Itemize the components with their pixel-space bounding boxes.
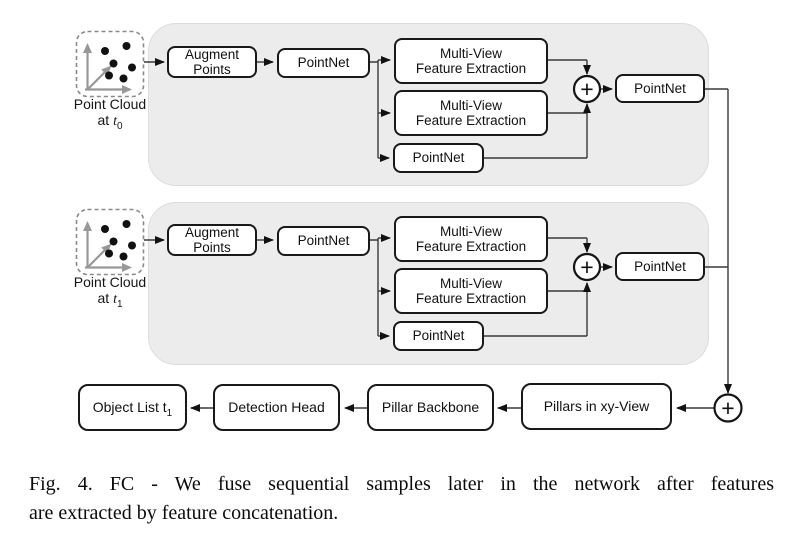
point-cloud-dots-t0 [101,42,136,83]
multiview2-label-line1-t0: Multi-View [439,97,502,113]
point-cloud-title-t0: Point Cloud [73,96,147,112]
fusion-operator: + [721,395,734,421]
figure-caption-line-2: are extracted by feature concatenation. [29,501,339,524]
multiview-extraction-1-box-t0: Multi-View Feature Extraction [394,38,548,84]
multiview2-label-line1-t1: Multi-View [439,275,502,291]
augment-label-line1-t0: Augment [184,46,240,62]
pointnet-in-box-t1: PointNet [277,226,370,256]
multiview-extraction-2-box-t1: Multi-View Feature Extraction [394,268,548,314]
point-cloud-dots-t1 [101,220,136,261]
at-prefix-t0: at [97,112,114,128]
figure-caption: Fig. 4. FC - We fuse sequential samples … [29,470,774,527]
object-list-subscript: 1 [166,407,173,419]
object-list-box: Object List t1 [78,384,187,431]
pointnet-in-label-t1: PointNet [297,233,350,249]
point-cloud-icon-t1 [75,208,145,276]
pointnet-out-box-t1: PointNet [615,252,705,281]
point-cloud-label-t1: Point Cloud at t1 [57,274,163,313]
pillar-backbone-box: Pillar Backbone [367,384,494,431]
object-list-time-symbol: t [162,398,167,415]
pointnet-branch-label-t1: PointNet [412,328,465,344]
figure-caption-line-1: Fig. 4. FC - We fuse sequential samples … [29,473,774,495]
multiview2-label-line2-t0: Feature Extraction [415,113,527,128]
pointnet-out-label-t0: PointNet [634,80,686,96]
augment-points-box-t0: Augment Points [167,46,257,78]
time-subscript-t1: 1 [116,298,123,310]
time-symbol-t0: t [113,114,117,129]
pointnet-branch-label-t0: PointNet [412,150,465,166]
fusion-plus-icon: + [713,393,743,423]
augment-label-line2-t1: Points [193,240,231,255]
time-subscript-t0: 0 [116,120,123,132]
point-cloud-icon-t0 [75,30,145,98]
pillar-backbone-label: Pillar Backbone [381,398,480,415]
multiview1-label-line1-t1: Multi-View [439,223,502,239]
pointnet-out-label-t1: PointNet [634,258,686,274]
multiview1-label-line2-t1: Feature Extraction [415,239,527,254]
pointnet-out-box-t0: PointNet [615,74,705,103]
detection-head-label: Detection Head [228,398,325,415]
augment-label-line1-t1: Augment [184,224,240,240]
pointnet-in-label-t0: PointNet [297,55,350,71]
augment-points-box-t1: Augment Points [167,224,257,256]
time-symbol-t1: t [113,292,117,307]
pointnet-in-box-t0: PointNet [277,48,370,78]
detection-head-box: Detection Head [213,384,340,431]
point-cloud-title-t1: Point Cloud [73,274,147,290]
multiview-extraction-2-box-t0: Multi-View Feature Extraction [394,90,548,136]
pillars-xy-view-label: Pillars in xy-View [543,397,650,414]
point-cloud-label-t0: Point Cloud at t0 [57,96,163,135]
pointnet-branch-box-t0: PointNet [393,143,484,173]
at-prefix-t1: at [97,290,114,306]
multiview2-label-line2-t1: Feature Extraction [415,291,527,306]
object-list-label: Object List [92,398,163,415]
multiview1-label-line2-t0: Feature Extraction [415,61,527,76]
pillars-xy-view-box: Pillars in xy-View [521,383,672,430]
multiview-extraction-1-box-t1: Multi-View Feature Extraction [394,216,548,262]
multiview1-label-line1-t0: Multi-View [439,45,502,61]
augment-label-line2-t0: Points [193,62,231,77]
pointnet-branch-box-t1: PointNet [393,321,484,351]
